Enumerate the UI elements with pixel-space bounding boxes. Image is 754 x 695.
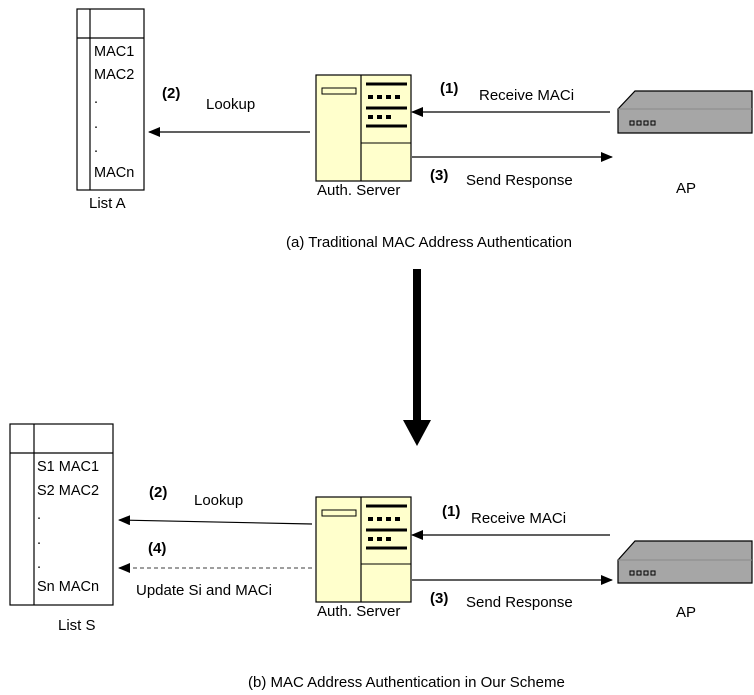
step-1-label-a: Receive MACi [479, 87, 575, 104]
step-1-number-b: (1) [442, 503, 461, 520]
list-a-item: MAC1 [94, 44, 135, 60]
list-a-item: MACn [94, 165, 135, 181]
auth-server-a-icon [315, 74, 412, 182]
step-4-number-b: (4) [148, 540, 167, 557]
auth-server-b-icon [315, 496, 412, 603]
step-3-number-a: (3) [430, 167, 449, 184]
step-2-number-b: (2) [149, 484, 168, 501]
step-1-label-b: Receive MACi [471, 510, 567, 527]
step-3-number-b: (3) [430, 590, 449, 607]
step-2-label-a: Lookup [206, 96, 256, 113]
list-s-item: S2 MAC2 [37, 483, 100, 499]
access-point-a-icon [617, 90, 753, 134]
list-s-item: . [37, 532, 42, 548]
list-a-item: . [94, 116, 99, 132]
list-s-item: . [37, 507, 42, 523]
step-2-label-b: Lookup [194, 492, 244, 509]
auth-server-b-label: Auth. Server [317, 603, 401, 620]
list-s-item: Sn MACn [37, 579, 100, 595]
list-a-item: . [94, 140, 99, 156]
step-4-label-b: Update Si and MACi [136, 582, 272, 599]
step-3-label-b: Send Response [466, 594, 573, 611]
transition-arrow-icon [403, 269, 431, 446]
step-1-number-a: (1) [440, 80, 459, 97]
auth-server-a-label: Auth. Server [317, 182, 401, 199]
access-point-b-label: AP [676, 604, 697, 621]
list-s-item: S1 MAC1 [37, 459, 100, 475]
access-point-a-label: AP [676, 180, 697, 197]
access-point-b-icon [617, 540, 753, 584]
list-s-label: List S [58, 617, 96, 634]
list-a-label: List A [89, 195, 126, 212]
list-a-table [76, 8, 145, 191]
step-3-label-a: Send Response [466, 172, 573, 189]
caption-a: (a) Traditional MAC Address Authenticati… [286, 234, 572, 251]
list-s-item: . [37, 556, 42, 572]
list-s-table [9, 423, 114, 606]
list-a-item: . [94, 91, 99, 107]
arrow-lookup-b [118, 515, 313, 526]
list-a-item: MAC2 [94, 67, 135, 83]
caption-b: (b) MAC Address Authentication in Our Sc… [248, 674, 565, 691]
step-2-number-a: (2) [162, 85, 181, 102]
